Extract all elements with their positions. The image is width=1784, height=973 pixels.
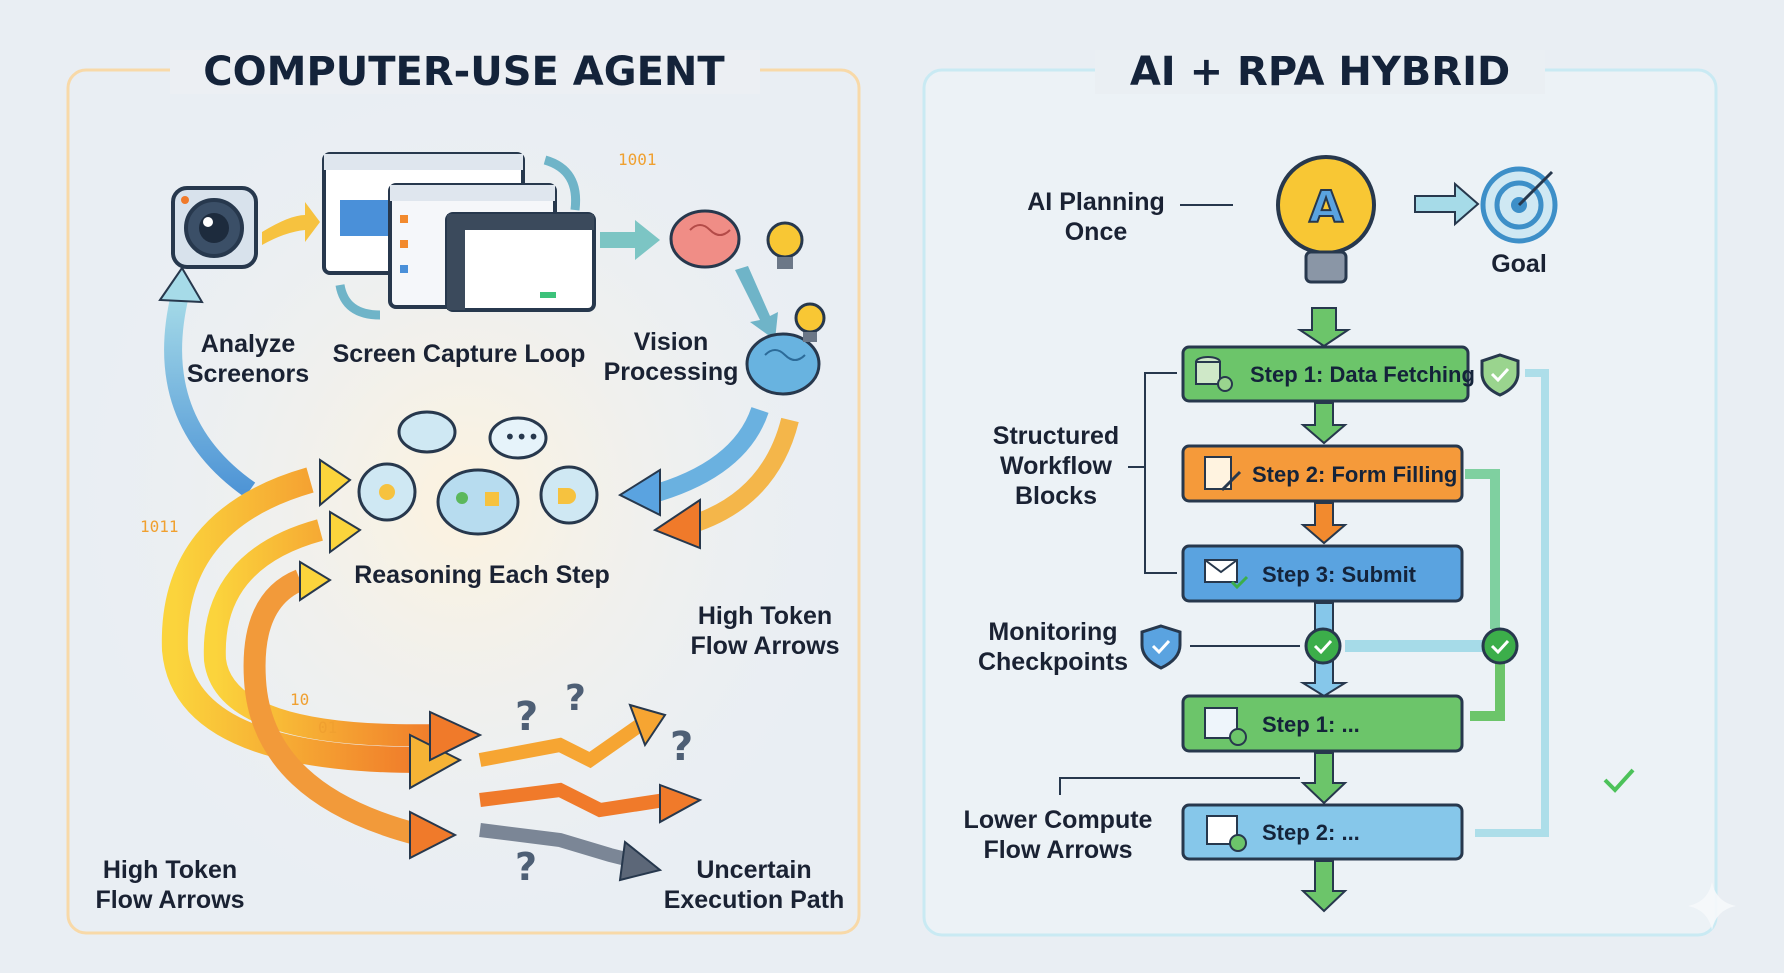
right-panel: AI + RPA HYBRID A AI Planning Once Goal	[922, 49, 1718, 937]
head-atom-icon	[357, 462, 417, 522]
lightbulb-icon: A	[1276, 155, 1376, 284]
right-panel-title: AI + RPA HYBRID	[1130, 49, 1510, 95]
check-icon	[1603, 768, 1635, 793]
head-logic-icon	[539, 465, 599, 525]
binary-decor: 1001	[618, 150, 657, 169]
arrow-icon	[735, 266, 778, 340]
brain-network-icon	[436, 468, 520, 536]
target-icon	[1480, 166, 1558, 244]
sparkle-icon	[1688, 882, 1736, 930]
uncertain-path-arrows: ? ? ? ?	[478, 678, 703, 889]
step-box: Step 1: ...	[1181, 694, 1464, 753]
binary-decor: 1011	[140, 517, 179, 536]
analyze-label: Analyze	[201, 330, 296, 358]
monitoring-label: Monitoring	[988, 618, 1117, 646]
left-panel: COMPUTER-USE AGENT	[66, 49, 861, 935]
step-box: Step 2: ...	[1181, 803, 1464, 861]
step-box: Step 3: Submit	[1181, 544, 1464, 603]
vision-label: Processing	[604, 358, 739, 386]
step-label: Step 2: ...	[1262, 820, 1360, 845]
database-gear-icon	[1195, 356, 1233, 392]
form-edit-icon	[1204, 456, 1242, 492]
step-label: Step 2: Form Filling	[1252, 462, 1457, 487]
doc-check-icon	[1206, 815, 1247, 852]
arrow-icon	[262, 202, 320, 245]
left-panel-title: COMPUTER-USE AGENT	[203, 49, 725, 95]
structured-label: Workflow	[1000, 452, 1113, 480]
brain-icon	[669, 209, 741, 269]
lightbulb-icon	[766, 221, 804, 269]
camera-icon	[171, 186, 258, 269]
analyze-label: Screenors	[187, 360, 309, 388]
binary-decor: 10	[290, 690, 309, 709]
binary-decor: 01	[318, 718, 337, 737]
structured-label: Blocks	[1015, 482, 1097, 510]
planning-label: AI Planning	[1027, 188, 1165, 216]
step-flow-arrows	[1296, 307, 1549, 913]
high-token-label-right: Flow Arrows	[690, 632, 839, 660]
checkpoint-icon	[1481, 627, 1519, 665]
lower-compute-label: Lower Compute	[964, 806, 1153, 834]
step-label: Step 3: Submit	[1262, 562, 1417, 587]
uncertain-label: Execution Path	[664, 886, 845, 914]
svg-text:A: A	[1309, 182, 1343, 233]
question-mark-icon: ?	[515, 845, 537, 889]
loop-arrow-icon	[543, 155, 581, 211]
uncertain-label: Uncertain	[696, 856, 811, 884]
arrow-icon	[687, 417, 799, 534]
thought-cloud-icon	[397, 410, 457, 454]
speech-bubble-icon: •••	[488, 416, 548, 460]
loop-arrow-icon	[335, 283, 381, 320]
shield-check-icon	[1140, 624, 1182, 670]
high-token-label-left: Flow Arrows	[95, 886, 244, 914]
question-mark-icon: ?	[515, 694, 538, 740]
lightbulb-icon	[794, 302, 826, 342]
step-box: Step 1: Data Fetching	[1181, 345, 1475, 403]
planning-label: Once	[1065, 218, 1128, 246]
goal-label: Goal	[1491, 250, 1547, 278]
monitoring-label: Checkpoints	[978, 648, 1128, 676]
reasoning-label: Reasoning Each Step	[354, 561, 610, 589]
shield-check-icon	[1480, 353, 1520, 397]
arrow-icon	[600, 220, 660, 260]
checkpoint-icon	[1304, 627, 1342, 665]
list-check-icon	[1204, 707, 1247, 746]
question-mark-icon: ?	[670, 724, 693, 770]
brain-icon	[745, 332, 821, 396]
lower-compute-label: Flow Arrows	[983, 836, 1132, 864]
vision-label: Vision	[634, 328, 709, 356]
high-token-flow-arrows	[161, 458, 483, 860]
high-token-label-left: High Token	[103, 856, 237, 884]
arrow-icon	[647, 406, 769, 504]
svg-text:•••: •••	[504, 425, 539, 449]
question-mark-icon: ?	[565, 678, 586, 719]
step-box: Step 2: Form Filling	[1181, 444, 1464, 503]
high-token-label-right: High Token	[698, 602, 832, 630]
step-label: Step 1: ...	[1262, 712, 1360, 737]
step-label: Step 1: Data Fetching	[1250, 362, 1475, 387]
loop-arrow-icon	[164, 292, 256, 498]
browser-window-icon	[445, 212, 596, 312]
structured-label: Structured	[993, 422, 1119, 450]
envelope-check-icon	[1204, 559, 1249, 590]
arrow-icon	[1414, 181, 1480, 227]
screen-capture-label: Screen Capture Loop	[333, 340, 586, 368]
